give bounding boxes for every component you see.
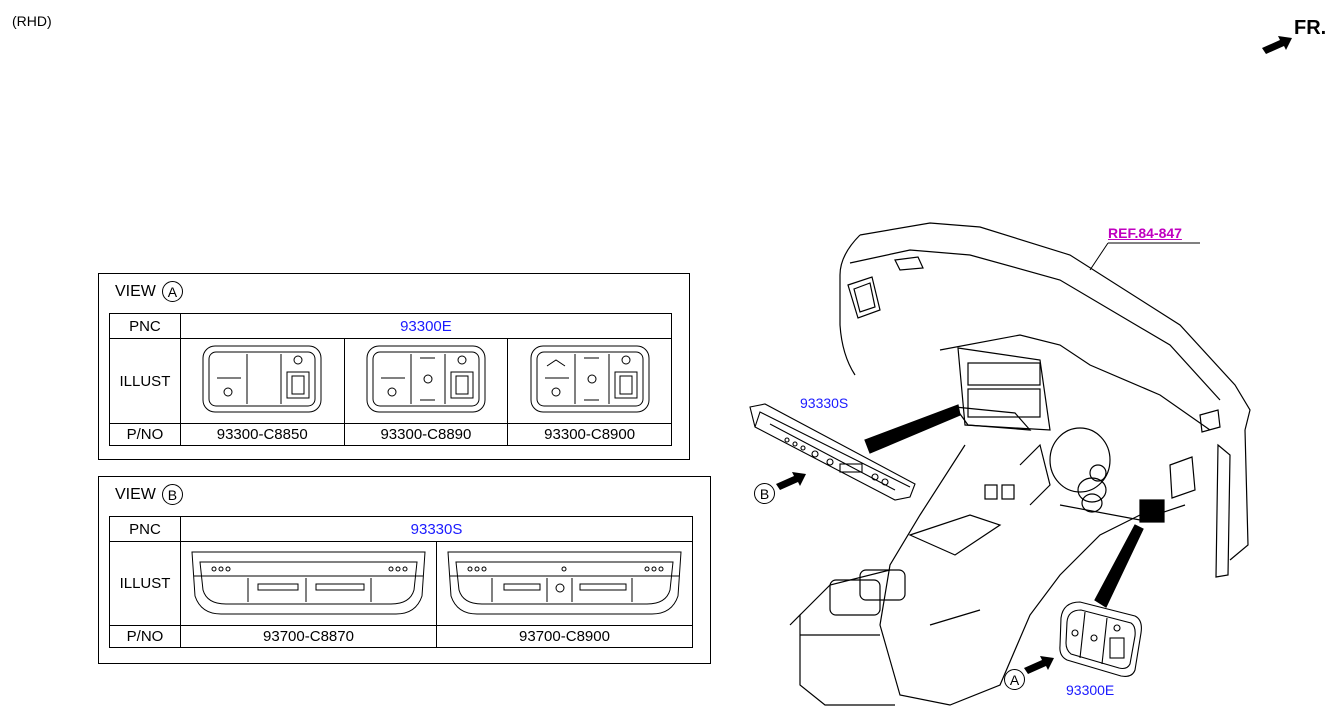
view-a-callout-marker: A [1004,669,1025,690]
illust-cell [179,338,345,424]
view-a-title-text: VIEW [115,282,156,300]
switch-panel-c8890-illustration [366,345,486,413]
heater-control-c8870-illustration [191,551,426,614]
view-a-arrow-icon [1024,656,1054,674]
switch-part-illustration [1059,601,1142,677]
view-a-panel: VIEW A PNC 93300E ILLUST [98,273,690,460]
front-arrow-icon [1262,36,1292,59]
illust-row-label: ILLUST [109,541,181,626]
part-number: 93300-C8890 [343,423,509,446]
illust-cell [180,541,437,626]
pno-row-label: P/NO [109,423,181,446]
switch-panel-c8900-illustration [530,345,650,413]
view-b-title-text: VIEW [115,485,156,503]
part-callout-93300e: 93300E [1066,682,1115,698]
illust-cell [343,338,509,424]
part-callout-93330s: 93330S [800,395,849,411]
pnc-row-label: PNC [109,516,181,542]
front-label: FR. [1294,17,1327,39]
pnc-row-label: PNC [109,313,181,339]
switch-panel-c8850-illustration [202,345,322,413]
view-b-arrow-icon [776,472,806,490]
pno-row-label: P/NO [109,625,181,648]
view-a-marker: A [161,281,183,302]
part-number: 93300-C8850 [179,423,345,446]
illust-cell [507,338,672,424]
part-number: 93700-C8900 [436,625,693,648]
part-number: 93700-C8870 [180,625,437,648]
view-b-title: VIEW B [115,484,183,505]
heater-control-c8900-illustration [447,551,682,614]
view-b-panel: VIEW B PNC 93330S ILLUST [98,476,711,664]
view-b-table: PNC 93330S ILLUST [109,516,693,648]
part-number: 93300-C8900 [507,423,672,446]
heater-control-part-illustration [749,403,916,501]
view-b-callout-marker: B [754,483,775,504]
view-b-callout: B [754,483,775,504]
view-a-title: VIEW A [115,281,183,302]
view-b-marker: B [161,484,183,505]
reference-label: REF.84-847 [1108,225,1182,241]
illust-row-label: ILLUST [109,338,181,424]
pnc-value: 93330S [180,516,693,542]
view-a-callout: A [1004,669,1025,690]
view-a-table: PNC 93300E ILLUST [109,313,673,446]
illust-cell [436,541,693,626]
dashboard-assembly-illustration [789,222,1251,706]
pnc-value: 93300E [179,313,673,339]
rhd-label: (RHD) [12,13,52,29]
